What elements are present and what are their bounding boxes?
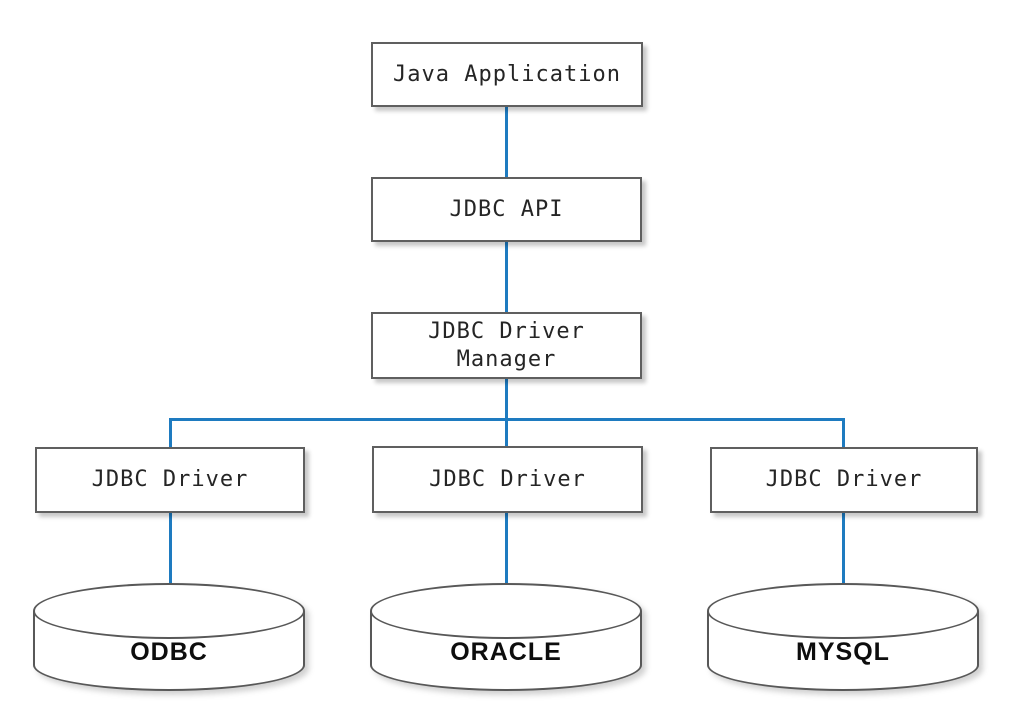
database-cylinder-oracle: ORACLE: [370, 583, 642, 691]
database-cylinder-mysql: MYSQL: [707, 583, 979, 691]
node-jdbc-driver-left-label: JDBC Driver: [91, 467, 249, 493]
node-java-application-label: Java Application: [393, 61, 621, 87]
connector-right-driver-to-mysql: [842, 512, 845, 585]
node-java-application: Java Application: [371, 42, 643, 107]
database-oracle-label: ORACLE: [450, 638, 562, 666]
connector-fanout-to-left-driver: [169, 418, 172, 448]
connector-api-to-manager: [505, 241, 508, 313]
connector-left-driver-to-odbc: [169, 512, 172, 585]
connector-fanout-horizontal: [169, 418, 845, 421]
node-jdbc-driver-manager-label-line1: JDBC Driver: [428, 319, 585, 344]
node-jdbc-driver-left: JDBC Driver: [35, 447, 305, 513]
database-odbc-label: ODBC: [130, 638, 208, 666]
node-jdbc-api: JDBC API: [371, 177, 642, 242]
node-jdbc-api-label: JDBC API: [449, 196, 564, 222]
connector-fanout-to-right-driver: [842, 418, 845, 448]
database-cylinder-odbc-top: [33, 583, 305, 639]
database-cylinder-oracle-top: [370, 583, 642, 639]
node-jdbc-driver-right: JDBC Driver: [710, 447, 978, 513]
node-jdbc-driver-middle: JDBC Driver: [372, 446, 643, 513]
database-cylinder-mysql-top: [707, 583, 979, 639]
database-mysql-label: MYSQL: [796, 638, 890, 666]
node-jdbc-driver-middle-label: JDBC Driver: [429, 466, 586, 492]
node-jdbc-driver-manager: JDBC Driver Manager: [371, 312, 642, 379]
database-cylinder-odbc: ODBC: [33, 583, 305, 691]
connector-javaapp-to-api: [505, 106, 508, 178]
node-jdbc-driver-right-label: JDBC Driver: [765, 467, 923, 493]
connector-middle-driver-to-oracle: [505, 512, 508, 585]
node-jdbc-driver-manager-label-line2: Manager: [456, 346, 557, 372]
connector-manager-to-middle-driver: [505, 378, 508, 446]
